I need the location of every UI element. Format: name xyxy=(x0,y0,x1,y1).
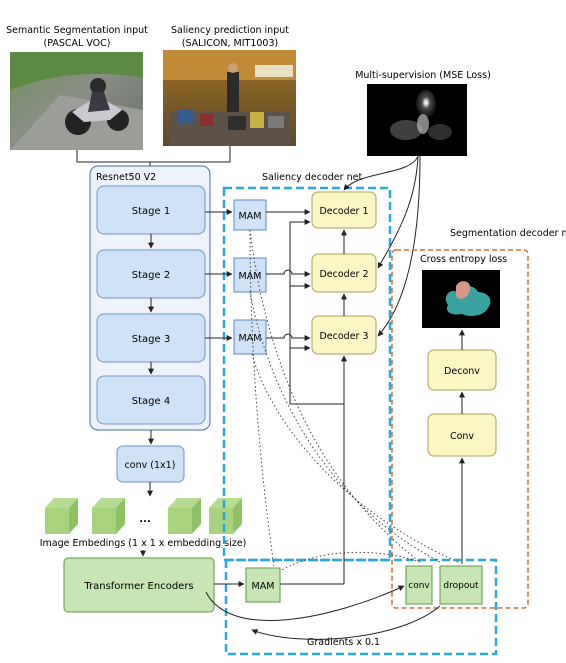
seg-input-title: Semantic Segmentation input xyxy=(6,25,148,36)
gradients-arrow xyxy=(251,605,441,640)
segmentation-mask-image xyxy=(422,270,500,328)
supervision-to-decoder3 xyxy=(377,155,421,337)
embedding-cube xyxy=(92,498,125,534)
transformer-to-conv-curve xyxy=(205,585,405,621)
supervision-to-decoder1 xyxy=(343,155,419,191)
seg-input-connector xyxy=(76,150,150,163)
mam3-to-decoder3-arrow xyxy=(266,333,311,341)
dropout-label: dropout xyxy=(443,581,479,591)
bottom-conv-label: conv xyxy=(408,581,430,591)
decoder-2-label: Decoder 2 xyxy=(319,269,368,280)
supervision-to-decoder2 xyxy=(377,155,419,269)
stage-2-label: Stage 2 xyxy=(132,270,170,281)
supervision-title: Multi-supervision (MSE Loss) xyxy=(355,70,491,81)
sal-input-title: Saliency prediction input xyxy=(171,25,289,36)
dotted-skip-lines xyxy=(249,229,459,571)
stage-4-label: Stage 4 xyxy=(132,396,170,407)
seg-input-subtitle: (PASCAL VOC) xyxy=(44,38,111,49)
mam-3-box xyxy=(233,319,267,355)
stage-3-label: Stage 3 xyxy=(132,334,170,345)
segmentation-decoder-region xyxy=(391,249,529,609)
decoder-1-box xyxy=(311,191,377,229)
conv-1x1-label: conv (1x1) xyxy=(125,460,176,471)
gradients-label: Gradients x 0.1 xyxy=(307,637,380,648)
bottom-mam-label: MAM xyxy=(252,581,275,592)
encoder-title: Resnet50 V2 xyxy=(96,172,156,183)
deconv-label: Deconv xyxy=(444,366,480,377)
embedding-cube xyxy=(45,498,78,534)
bottom-mam-box xyxy=(245,567,281,603)
seg-conv-label: Conv xyxy=(450,431,474,442)
decoder-3-label: Decoder 3 xyxy=(319,331,368,342)
embedding-ellipsis: ... xyxy=(139,514,150,525)
segmentation-decoder-title: Segmentation decoder net xyxy=(450,228,566,239)
mam-2-box xyxy=(233,257,267,293)
embeddings-label: Image Embedings (1 x 1 x embedding size) xyxy=(40,538,247,549)
mam-1-box xyxy=(233,199,267,231)
decoder-1-label: Decoder 1 xyxy=(319,206,368,217)
embedding-cube xyxy=(209,498,242,534)
sal-input-subtitle: (SALICON, MIT1003) xyxy=(182,38,278,49)
transformer-encoders-label: Transformer Encoders xyxy=(83,581,193,592)
shared-feedback-line xyxy=(289,219,344,405)
mam-3-label: MAM xyxy=(239,333,262,344)
mam-1-label: MAM xyxy=(239,211,262,222)
transformer-encoders-box xyxy=(63,557,215,613)
saliency-decoder-region xyxy=(222,186,392,562)
mam-2-label: MAM xyxy=(239,271,262,282)
dropout-box xyxy=(439,565,483,605)
saliency-decoder-title: Saliency decoder net xyxy=(262,172,362,183)
saliency-map-image xyxy=(367,84,467,156)
stage-4-box xyxy=(96,375,206,425)
sal-input-image xyxy=(163,50,296,146)
embedding-cube xyxy=(168,498,201,534)
cross-entropy-label: Cross entropy loss xyxy=(420,254,507,265)
bottom-conv-box xyxy=(405,565,433,605)
mam2-to-decoder2-arrow xyxy=(266,269,311,277)
stage-1-label: Stage 1 xyxy=(132,206,170,217)
seg-input-image xyxy=(10,52,143,150)
bottom-shared-region xyxy=(224,558,498,656)
